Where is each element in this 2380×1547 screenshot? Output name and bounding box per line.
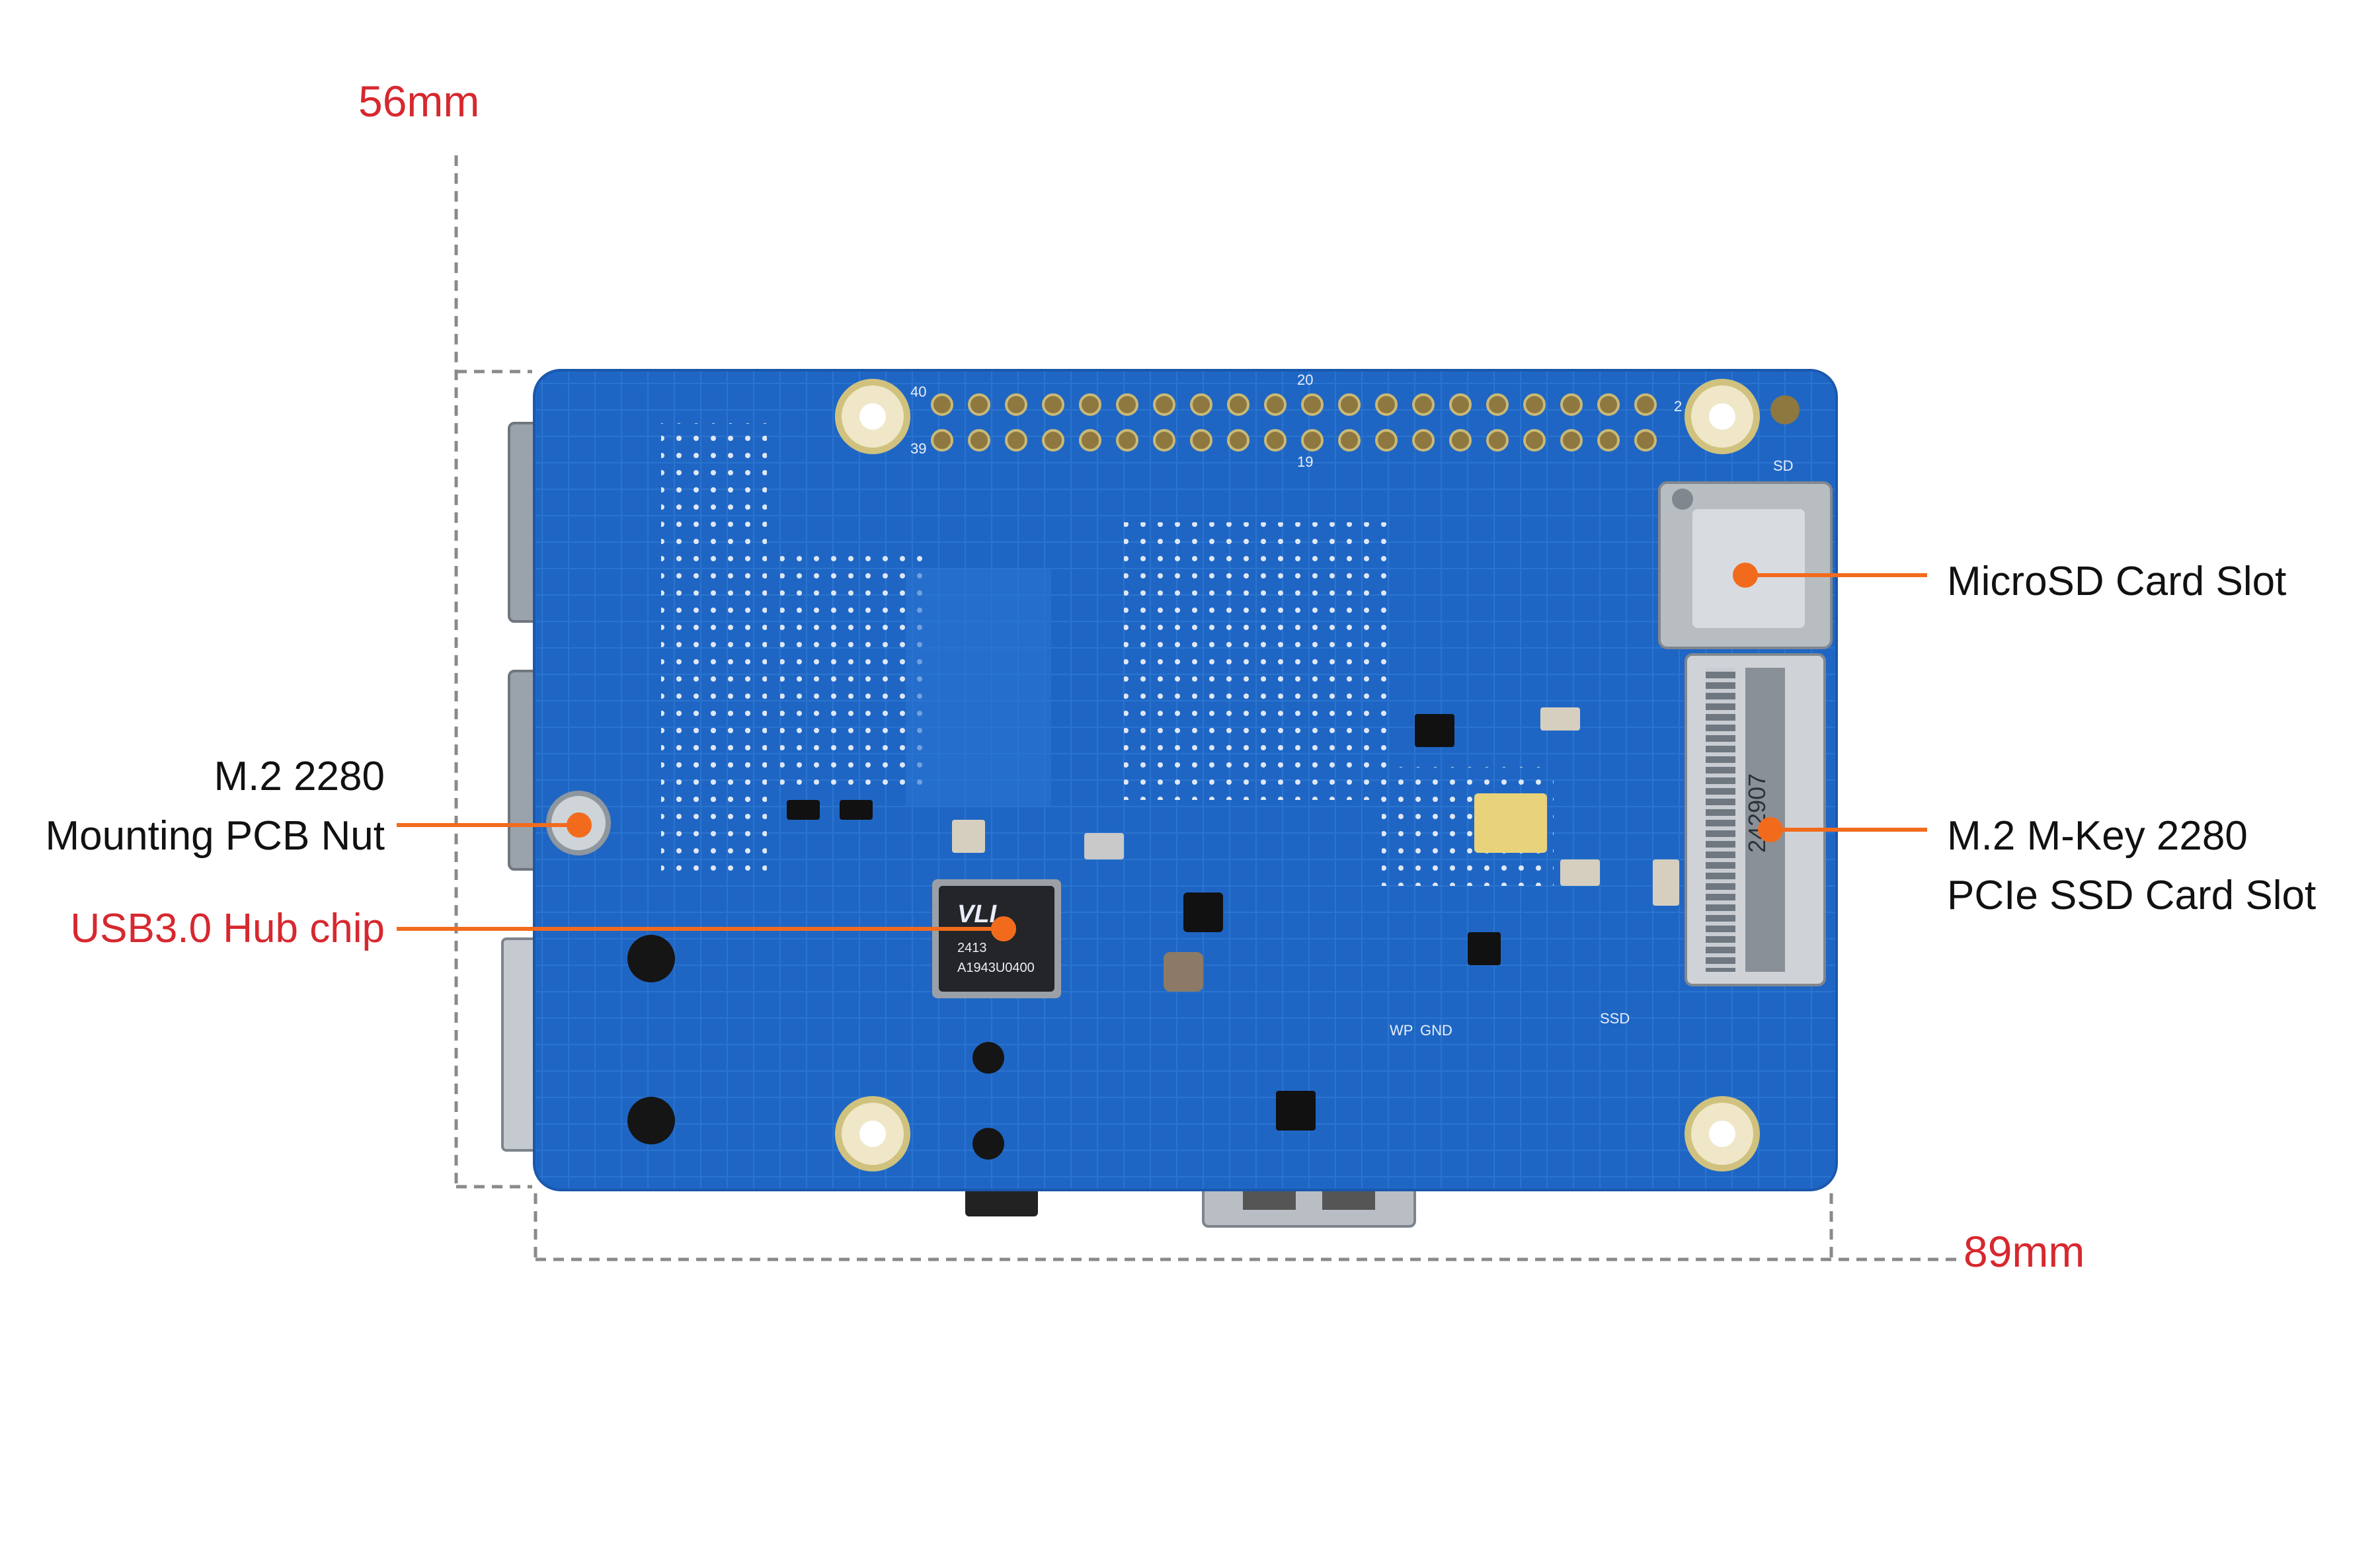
gpio-pin (1005, 429, 1027, 452)
gpio-pin (1412, 393, 1435, 416)
gpio-pin (1153, 429, 1175, 452)
gpio-pin (1190, 393, 1212, 416)
gpio-pin (1449, 393, 1472, 416)
gpio-pin (1042, 429, 1064, 452)
callout-mounting-nut-line1: M.2 2280 (214, 754, 385, 799)
gpio-pin (1153, 393, 1175, 416)
chip-logo: VLI (957, 900, 998, 928)
silk-wp: WP (1390, 1022, 1413, 1039)
silk-gnd: GND (1420, 1022, 1452, 1039)
pcb-component-clusters (661, 423, 1554, 886)
gpio-pin (1486, 393, 1509, 416)
dimension-guides (454, 155, 1957, 1261)
gpio-pin (1301, 393, 1324, 416)
callout-microsd: MicroSD Card Slot (1947, 559, 2287, 604)
gpio-pin (1634, 429, 1657, 452)
gpio-pin (1338, 429, 1361, 452)
gpio-pin (1227, 429, 1250, 452)
gpio-pin (931, 429, 953, 452)
callout-m2-slot-line1: M.2 M-Key 2280 (1947, 813, 2248, 859)
gpio-pin (968, 393, 990, 416)
gpio-pin (1005, 393, 1027, 416)
smd-parts (787, 707, 1679, 1130)
callout-m2-slot: M.2 M-Key 2280 PCIe SSD Card Slot (1947, 807, 2316, 926)
gpio-pin (1338, 393, 1361, 416)
gpio-pin (1042, 393, 1064, 416)
gpio-pin (1597, 429, 1620, 452)
chip-code-1: 2413 (957, 941, 987, 955)
width-dimension-label: 56mm (358, 77, 480, 126)
leader-lines (397, 563, 1927, 941)
gpio-pin (1079, 429, 1101, 452)
gpio-pin (1079, 393, 1101, 416)
gpio-pin (1560, 429, 1583, 452)
gpio-pin (1264, 393, 1287, 416)
dark-components (627, 935, 1004, 1160)
gpio-pin (1116, 429, 1138, 452)
silk-pin-39: 39 (910, 440, 926, 457)
gpio-pin (1375, 429, 1398, 452)
callout-usb-hub: USB3.0 Hub chip (70, 906, 385, 951)
gpio-pin (1190, 429, 1212, 452)
gpio-pin (1301, 429, 1324, 452)
silk-pin-19: 19 (1297, 454, 1313, 470)
callout-mounting-nut-line2: Mounting PCB Nut (45, 813, 385, 859)
callout-m2-slot-line2: PCIe SSD Card Slot (1947, 873, 2317, 918)
gpio-pin (1486, 429, 1509, 452)
length-dimension-label: 89mm (1964, 1227, 2085, 1276)
silk-sd: SD (1773, 457, 1794, 474)
silkscreen-text: 40 39 20 19 2 SD SSD WP GND 242907 VLI 2… (910, 372, 1794, 1039)
gpio-pin (1560, 393, 1583, 416)
gpio-pin (1227, 393, 1250, 416)
gpio-pin (1523, 429, 1546, 452)
chip-code-2: A1943U0400 (957, 961, 1035, 975)
silk-pin-20: 20 (1297, 372, 1313, 388)
gpio-pin (1634, 393, 1657, 416)
gpio-header (931, 393, 1657, 452)
gpio-pin (1264, 429, 1287, 452)
silk-ssd: SSD (1600, 1010, 1630, 1027)
gpio-pin (1375, 393, 1398, 416)
gpio-pin (968, 429, 990, 452)
gpio-pin (1597, 393, 1620, 416)
silk-pin-2: 2 (1674, 398, 1682, 415)
gpio-pin (1116, 393, 1138, 416)
gpio-pin (931, 393, 953, 416)
gpio-pin (1523, 393, 1546, 416)
gpio-pin (1449, 429, 1472, 452)
gpio-pin (1412, 429, 1435, 452)
callout-mounting-nut: M.2 2280 Mounting PCB Nut (46, 747, 385, 866)
silk-pin-40: 40 (910, 383, 926, 400)
